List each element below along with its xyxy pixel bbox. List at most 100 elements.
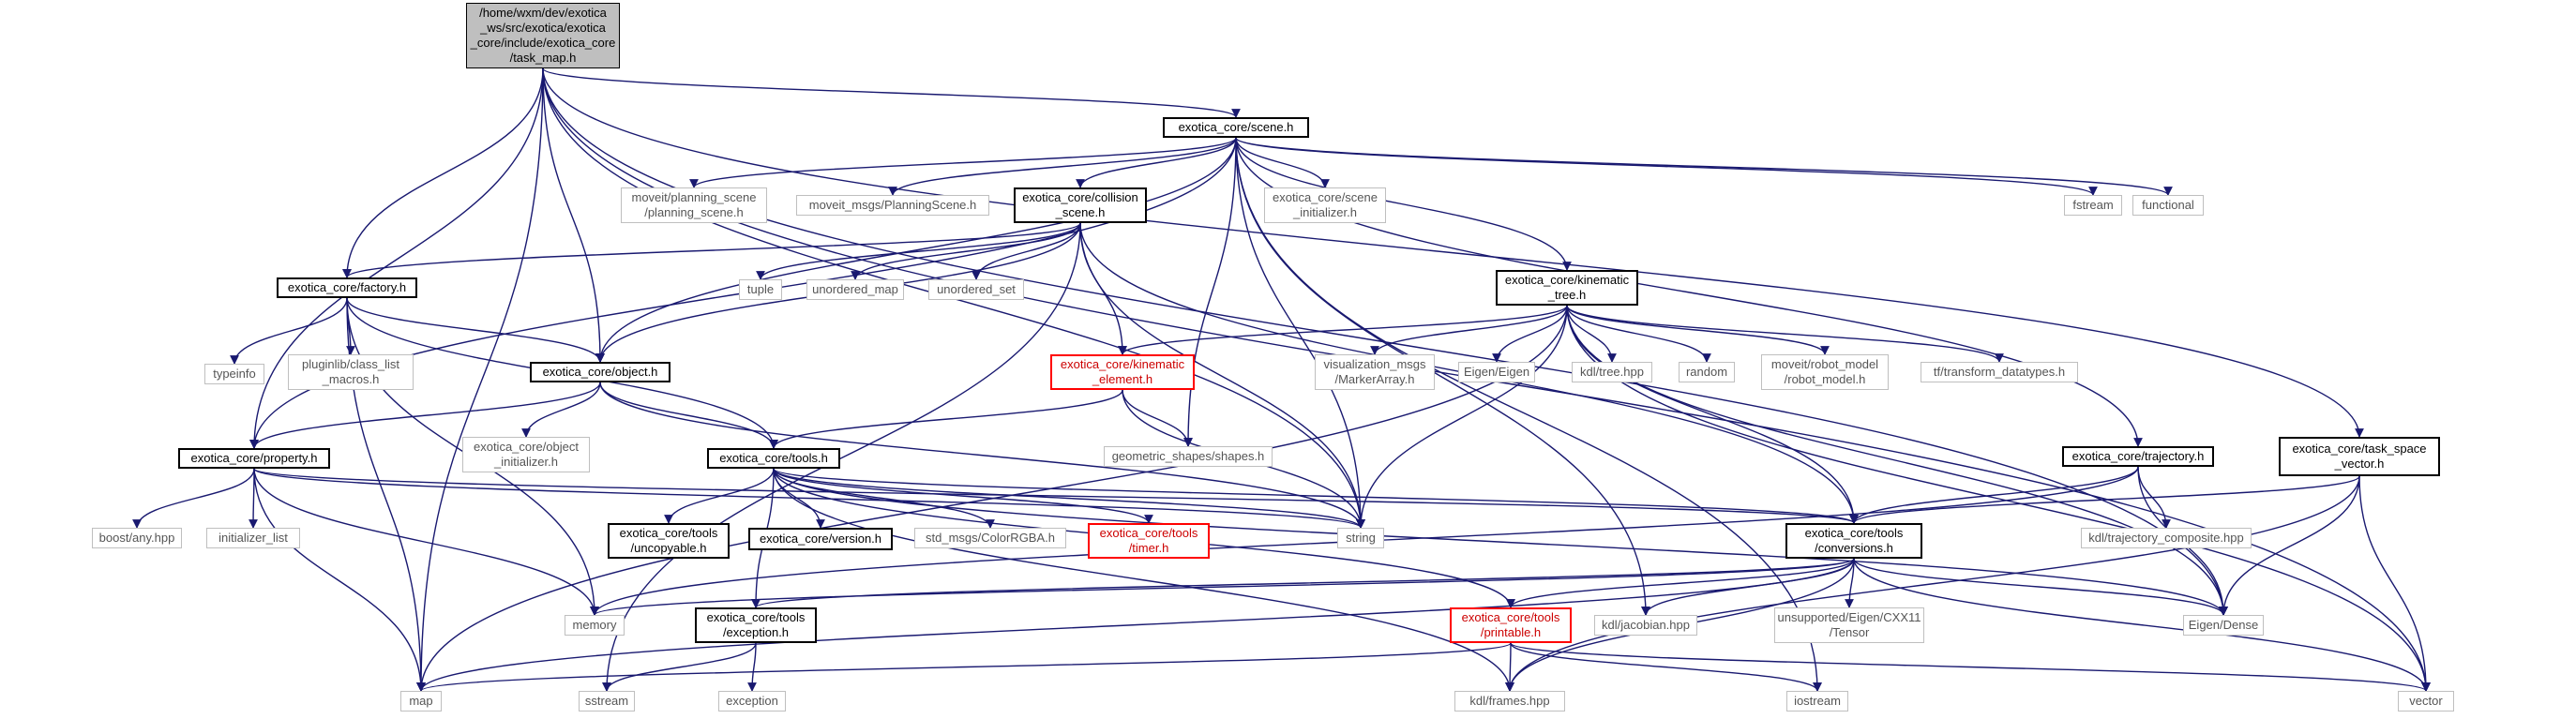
edge-scene-h-to-kinematic-tree-h	[1235, 137, 1572, 271]
node-planning-scene-msg-h: moveit_msgs/PlanningScene.h	[796, 195, 989, 216]
edge-property-h-to-string	[253, 468, 1365, 529]
edge-property-h-to-memory	[253, 468, 599, 616]
edge-printable-h-to-map	[416, 642, 1512, 692]
node-functional: functional	[2132, 195, 2204, 216]
node-kdl-frames-hpp: kdl/frames.hpp	[1454, 691, 1565, 712]
edge-conversions-h-to-exception-h	[751, 558, 1855, 608]
node-collision-scene-h[interactable]: exotica_core/collision _scene.h	[1014, 187, 1147, 223]
edge-kinematic-tree-h-to-marker-array-h	[1370, 305, 1568, 355]
edge-conversions-h-to-map	[416, 558, 1855, 692]
edge-kinematic-element-h-to-tools-h	[769, 389, 1123, 449]
node-printable-h[interactable]: exotica_core/tools /printable.h	[1450, 607, 1572, 643]
edge-kinematic-tree-h-to-robot-model-h	[1566, 305, 1830, 355]
node-typeinfo: typeinfo	[204, 364, 264, 384]
edge-scene-h-to-trajectory-h	[1235, 137, 2143, 447]
node-factory-h[interactable]: exotica_core/factory.h	[277, 277, 417, 298]
edge-conversions-h-to-cxx11-tensor	[1845, 558, 1855, 608]
edge-scene-h-to-iostream	[1235, 137, 1822, 692]
edge-scene-h-to-planning-scene-msg-h	[888, 137, 1237, 196]
edge-conversions-h-to-eigen-dense	[1853, 558, 2228, 616]
edge-scene-h-to-scene-initializer-h	[1235, 137, 1330, 188]
node-class-list-macros-h: pluginlib/class_list _macros.h	[288, 354, 414, 390]
edge-property-h-to-boost-any-hpp	[132, 468, 255, 529]
node-version-h[interactable]: exotica_core/version.h	[748, 528, 893, 550]
edge-collision-scene-h-to-string	[1079, 222, 1365, 529]
node-kdl-tree-hpp: kdl/tree.hpp	[1572, 362, 1652, 382]
node-unordered-map: unordered_map	[806, 279, 904, 300]
edge-kinematic-tree-h-to-kinematic-element-h	[1118, 305, 1568, 355]
edge-factory-h-to-object-h	[346, 297, 605, 363]
node-task-space-vector-h[interactable]: exotica_core/task_space _vector.h	[2279, 437, 2440, 476]
edge-scene-h-to-collision-scene-h	[1076, 137, 1237, 188]
node-fstream: fstream	[2064, 195, 2122, 216]
edge-tools-h-to-kdl-frames-hpp	[773, 468, 1514, 692]
edge-kinematic-tree-h-to-conversions-h	[1566, 305, 1859, 524]
edge-property-h-to-map	[253, 468, 426, 692]
edge-task-map-h-to-object-h	[542, 67, 605, 363]
node-vector: vector	[2398, 691, 2454, 712]
edge-task-space-vector-h-to-conversions-h	[1849, 475, 2360, 524]
node-unordered-set: unordered_set	[928, 279, 1024, 300]
node-eigen-dense: Eigen/Dense	[2183, 615, 2264, 636]
edge-task-map-h-to-map	[416, 67, 544, 692]
node-scene-h[interactable]: exotica_core/scene.h	[1163, 117, 1309, 138]
edge-kinematic-tree-h-to-kdl-tree-hpp	[1566, 305, 1617, 363]
edge-object-h-to-tools-h	[599, 382, 778, 449]
edge-printable-h-to-vector	[1510, 642, 2431, 692]
node-robot-model-h: moveit/robot_model /robot_model.h	[1761, 354, 1889, 390]
edge-property-h-to-conversions-h	[253, 468, 1859, 524]
edge-kinematic-tree-h-to-string	[1356, 305, 1568, 529]
edge-tools-h-to-eigen-dense	[773, 468, 2228, 616]
node-kinematic-tree-h[interactable]: exotica_core/kinematic _tree.h	[1496, 270, 1638, 306]
node-conversions-h[interactable]: exotica_core/tools /conversions.h	[1785, 523, 1922, 559]
edge-collision-scene-h-to-unordered-map	[851, 222, 1081, 280]
node-timer-h[interactable]: exotica_core/tools /timer.h	[1088, 523, 1210, 559]
edge-task-map-h-to-task-space-vector-h	[542, 67, 2364, 438]
node-task-map-h: /home/wxm/dev/exotica _ws/src/exotica/ex…	[466, 3, 620, 68]
node-initializer-list: initializer_list	[206, 528, 300, 548]
node-trajectory-h[interactable]: exotica_core/trajectory.h	[2062, 446, 2214, 467]
edge-object-h-to-property-h	[249, 382, 601, 449]
edge-exception-h-to-sstream	[602, 642, 757, 692]
edge-printable-h-to-iostream	[1510, 642, 1822, 692]
edge-kinematic-tree-h-to-transform-datatypes-h	[1566, 305, 2004, 363]
edge-task-map-h-to-factory-h	[342, 67, 544, 278]
edge-tools-h-to-conversions-h	[773, 468, 1859, 524]
node-uncopyable-h[interactable]: exotica_core/tools /uncopyable.h	[608, 523, 730, 559]
node-object-h[interactable]: exotica_core/object.h	[530, 362, 670, 382]
node-memory: memory	[565, 615, 625, 636]
node-tuple: tuple	[739, 279, 782, 300]
node-boost-any-hpp: boost/any.hpp	[92, 528, 182, 548]
node-map: map	[400, 691, 442, 712]
edge-collision-scene-h-to-unordered-set	[972, 222, 1081, 280]
node-iostream: iostream	[1786, 691, 1848, 712]
node-property-h[interactable]: exotica_core/property.h	[178, 448, 330, 469]
node-shapes-h: geometric_shapes/shapes.h	[1104, 446, 1273, 467]
edge-tools-h-to-string	[773, 468, 1365, 529]
edge-factory-h-to-typeinfo	[230, 297, 348, 365]
edge-collision-scene-h-to-tuple	[756, 222, 1081, 280]
node-tools-h[interactable]: exotica_core/tools.h	[707, 448, 840, 469]
edge-kinematic-tree-h-to-random	[1566, 305, 1711, 363]
edge-exception-h-to-exception	[747, 642, 757, 692]
edge-tools-h-to-uncopyable-h	[664, 468, 775, 524]
edge-kinematic-tree-h-to-eigen-eigen	[1492, 305, 1568, 363]
edge-task-space-vector-h-to-kdl-frames-hpp	[1505, 475, 2360, 692]
edge-scene-h-to-object-h	[595, 137, 1237, 363]
node-exception-h[interactable]: exotica_core/tools /exception.h	[695, 607, 817, 643]
node-planning-scene-h: moveit/planning_scene /planning_scene.h	[621, 187, 767, 223]
edge-tools-h-to-timer-h	[773, 468, 1153, 524]
node-object-initializer-h: exotica_core/object _initializer.h	[462, 437, 590, 472]
edge-scene-h-to-planning-scene-h	[689, 137, 1237, 188]
node-color-rgba-h: std_msgs/ColorRGBA.h	[914, 528, 1066, 548]
node-scene-initializer-h: exotica_core/scene _initializer.h	[1264, 187, 1386, 223]
node-trajectory-composite-hpp: kdl/trajectory_composite.hpp	[2081, 528, 2252, 548]
node-transform-datatypes-h: tf/transform_datatypes.h	[1921, 362, 2078, 382]
node-random: random	[1679, 362, 1735, 382]
node-kdl-jacobian-hpp: kdl/jacobian.hpp	[1594, 615, 1697, 636]
node-exception: exception	[718, 691, 786, 712]
edge-task-space-vector-h-to-vector	[2358, 475, 2431, 692]
edge-conversions-h-to-memory	[590, 558, 1855, 616]
node-eigen-eigen: Eigen/Eigen	[1458, 362, 1535, 382]
node-kinematic-element-h[interactable]: exotica_core/kinematic _element.h	[1050, 354, 1195, 390]
